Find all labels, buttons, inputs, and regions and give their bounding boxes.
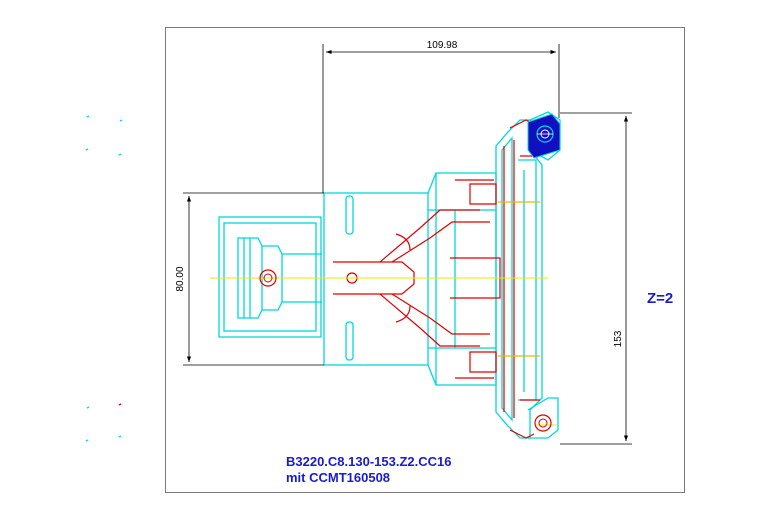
shank-screw bbox=[259, 269, 277, 287]
dimension-lines bbox=[183, 44, 632, 445]
drawing-frame bbox=[165, 27, 685, 493]
dimension-diameter-label: 80.00 bbox=[175, 266, 186, 291]
stray-marks bbox=[85, 115, 123, 442]
dimension-width-label: 109.98 bbox=[427, 40, 458, 51]
teeth-count-label: Z=2 bbox=[647, 290, 673, 307]
insert-bottom bbox=[534, 414, 552, 432]
part-number-title: B3220.C8.130-153.Z2.CC16 bbox=[286, 454, 452, 469]
dimension-height-label: 153 bbox=[613, 330, 624, 347]
insert-top bbox=[527, 113, 561, 159]
insert-spec-title: mit CCMT160508 bbox=[286, 470, 390, 485]
